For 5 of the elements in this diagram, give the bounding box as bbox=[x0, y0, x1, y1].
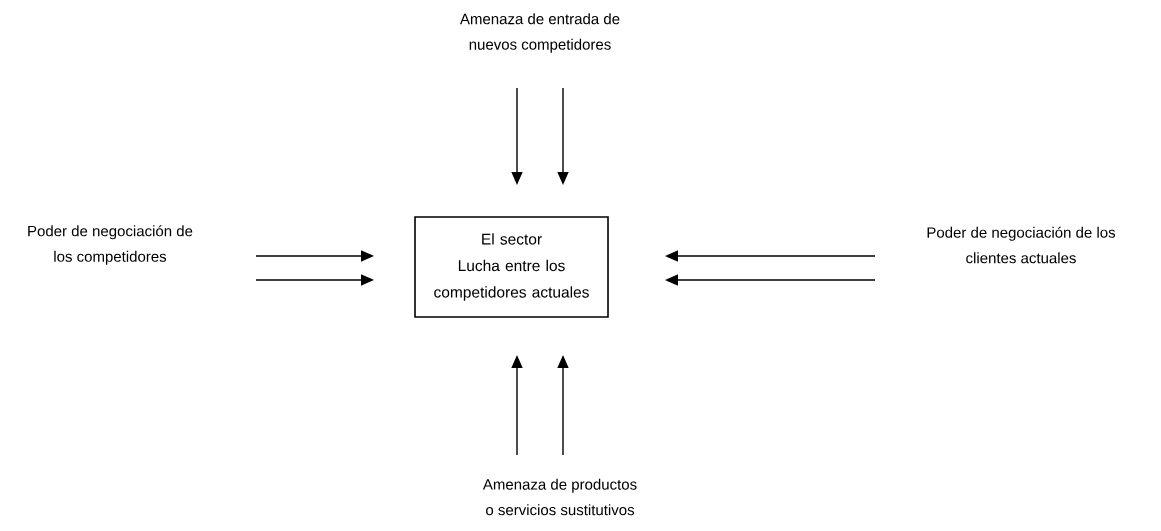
force-label: Amenaza de entrada de nuevos competidores bbox=[460, 13, 620, 53]
force-label: Amenaza de productos o servicios sustitutivos bbox=[482, 478, 637, 516]
sector-box: El sector Lucha entre los competidores actuales bbox=[414, 216, 609, 318]
force-label: Poder de negociación de los competidores bbox=[28, 225, 193, 265]
force-label: Poder de negociación de los clientes actuales bbox=[927, 226, 1116, 264]
